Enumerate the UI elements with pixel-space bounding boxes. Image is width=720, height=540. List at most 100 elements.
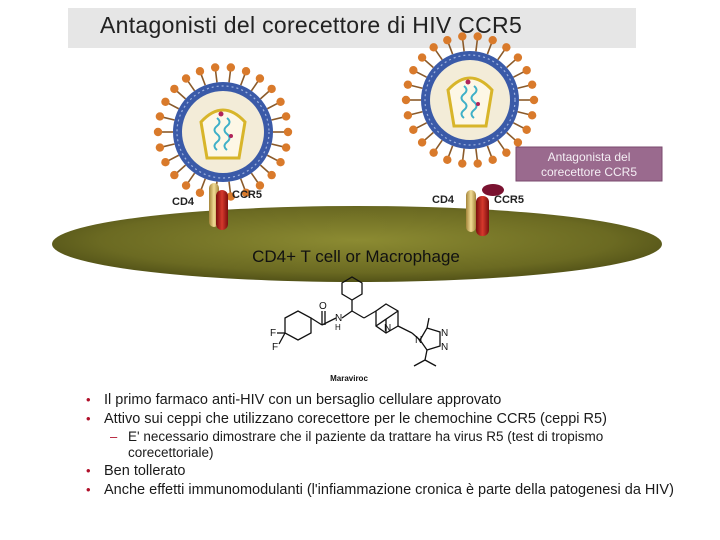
bullet-icon: •	[86, 463, 91, 478]
spike-head	[255, 74, 265, 83]
spike-head	[502, 148, 511, 157]
spike-stem	[517, 110, 530, 116]
spike-head	[417, 138, 427, 147]
spike-head	[241, 67, 251, 76]
spike-stem	[162, 116, 175, 121]
spike-head	[502, 43, 511, 52]
bullet-text: Ben tollerato	[104, 463, 186, 479]
spike-head	[153, 127, 163, 137]
spike-head	[255, 181, 265, 190]
spike-stem	[271, 143, 284, 148]
spike-stem	[228, 181, 232, 194]
bullet-list: • Il primo farmaco anti-HIV con un bersag…	[84, 392, 684, 500]
hiv-ccr5-figure: CD4+ T cell or Macrophage CD4 CCR5 CD4 C…	[52, 32, 663, 383]
spike-stem	[187, 172, 196, 184]
spike-stem	[486, 145, 493, 158]
spike-stem	[162, 143, 175, 148]
spike-head	[458, 159, 467, 168]
enzyme-dot	[465, 79, 471, 85]
spike-head	[443, 155, 452, 165]
spike-stem	[167, 102, 180, 110]
spike-stem	[187, 80, 196, 92]
spike-head	[458, 32, 467, 41]
spike-head	[161, 158, 170, 167]
spike-stem	[167, 154, 180, 162]
spike-head	[522, 66, 531, 75]
bullet-item: •Il primo farmaco anti-HIV con un bersag…	[84, 392, 684, 409]
spike-head	[210, 63, 220, 72]
antagonist-label-line2: corecettore CCR5	[541, 165, 637, 179]
maraviroc-structure	[277, 276, 441, 367]
spike-stem	[447, 145, 454, 158]
atom-n4: N	[441, 328, 448, 339]
atom-f2: F	[272, 342, 278, 353]
spike-stem	[497, 49, 506, 61]
ccr5-label: CCR5	[232, 189, 262, 201]
spike-head	[226, 192, 236, 201]
cell-membrane	[52, 206, 662, 282]
atom-n1: N	[335, 313, 342, 324]
spike-head	[181, 181, 191, 190]
spike-stem	[461, 148, 465, 161]
bullet-text: Anche effetti immunomodulanti (l'infiamm…	[104, 481, 674, 498]
spike-head	[267, 84, 276, 94]
spike-head	[195, 188, 205, 197]
envelope-ring	[176, 85, 270, 179]
virus-left	[153, 63, 293, 201]
cd4-label: CD4	[172, 196, 195, 208]
rna-strand	[223, 117, 231, 151]
bullet-text: E' necessario dimostrare che il paziente…	[128, 429, 604, 460]
spike-head	[155, 112, 165, 121]
spike-stem	[434, 49, 443, 61]
spike-head	[155, 143, 165, 152]
bullet-text: Attivo sui ceppi che utilizzano corecett…	[104, 410, 607, 427]
bullet-text: Il primo farmaco anti-HIV con un bersagl…	[104, 392, 502, 408]
spike-stem	[415, 122, 427, 130]
rna-strand	[213, 117, 221, 151]
enzyme-dot	[476, 102, 480, 106]
spike-stem	[423, 131, 434, 142]
spike-head	[513, 138, 523, 147]
capsid	[446, 76, 494, 128]
spike-head	[403, 80, 413, 89]
spike-stem	[486, 42, 493, 55]
receptors-right: CD4 CCR5	[432, 184, 524, 236]
spike-head	[488, 155, 497, 165]
spike-head	[429, 148, 438, 157]
spike-stem	[475, 148, 479, 161]
spike-head	[409, 66, 418, 75]
title-bar	[68, 8, 636, 48]
sub-bullet-item: –E' necessario dimostrare che il pazient…	[84, 429, 684, 461]
spike-head	[488, 35, 497, 45]
bullet-icon: •	[86, 410, 91, 426]
spike-stem	[506, 58, 517, 69]
spike-head	[429, 43, 438, 52]
spike-stem	[250, 80, 259, 92]
spike-head	[527, 80, 537, 89]
spike-head	[226, 63, 236, 72]
spike-stem	[461, 39, 465, 52]
spike-stem	[475, 39, 479, 52]
spike-stem	[250, 172, 259, 184]
spike-head	[170, 84, 179, 94]
antagonist-box	[515, 146, 663, 182]
ccr5-receptor	[216, 190, 228, 230]
spike-head	[276, 158, 285, 167]
spike-stem	[271, 116, 284, 121]
spike-head	[527, 111, 537, 120]
atom-f1: F	[270, 328, 276, 339]
spike-stem	[228, 70, 232, 83]
cd4-receptor	[466, 190, 476, 232]
spike-stem	[239, 73, 246, 86]
spike-head	[283, 127, 293, 137]
spike-stem	[200, 178, 207, 191]
spike-stem	[513, 70, 525, 78]
bullet-item: • Ben tollerato	[84, 463, 684, 480]
spike-head	[409, 125, 418, 134]
spike-head	[529, 95, 539, 105]
spike-head	[276, 97, 285, 106]
ccr5-label: CCR5	[494, 194, 524, 206]
spike-stem	[415, 70, 427, 78]
spike-stem	[423, 58, 434, 69]
virus-right	[401, 32, 539, 168]
